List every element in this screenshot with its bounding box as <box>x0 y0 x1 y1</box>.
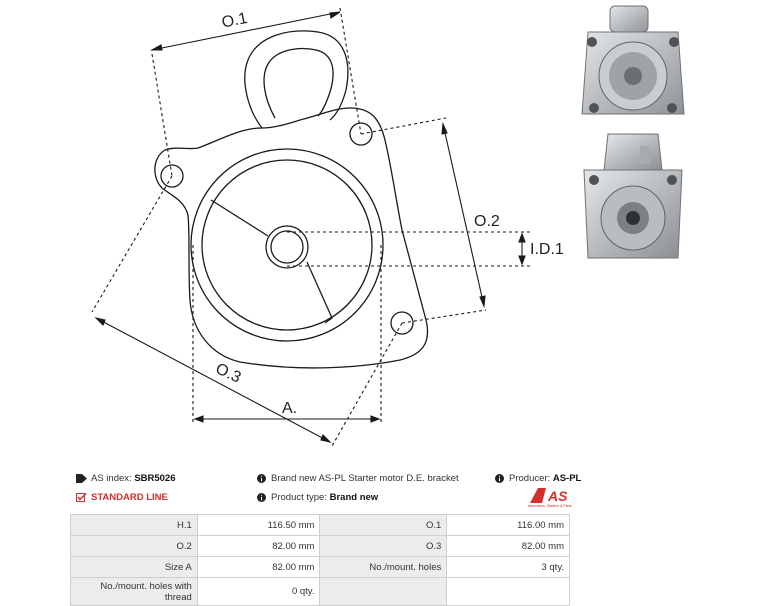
spec-value: 0 qty. <box>196 577 321 606</box>
spec-key: H.1 <box>70 514 198 536</box>
product-type: Product type: Brand new <box>256 492 378 503</box>
spec-value: 82.00 mm <box>196 535 321 557</box>
spec-value <box>446 577 570 606</box>
label-o1: O.1 <box>220 10 249 32</box>
plate-outline <box>154 107 429 369</box>
as-index-label: AS index: <box>91 473 132 484</box>
spec-key: No./mount. holes with thread <box>70 577 198 606</box>
product-type-label: Product type: <box>271 492 327 503</box>
spec-value: 3 qty. <box>446 556 570 578</box>
producer-value: AS-PL <box>552 473 582 484</box>
label-a: A. <box>282 400 297 417</box>
standard-line: STANDARD LINE <box>76 492 168 503</box>
technical-drawing: O.1 O.2 I.D.1 O.3 A. <box>91 7 564 447</box>
spec-value: 82.00 mm <box>446 535 570 557</box>
as-logo: AS Alternators, Starters & Parts <box>528 487 572 511</box>
as-logo-mark: AS <box>530 488 568 504</box>
specs-table: H.1 116.50 mm O.1 116.00 mm O.2 82.00 mm… <box>70 514 570 606</box>
spec-key <box>319 577 448 606</box>
spec-key: O.1 <box>319 514 448 536</box>
product-photo-back <box>583 133 683 259</box>
bore-outer <box>265 225 309 269</box>
outer-circle <box>190 148 384 342</box>
top-lug-outline <box>244 30 349 129</box>
spec-key: O.2 <box>70 535 198 557</box>
table-row: No./mount. holes with thread 0 qty. <box>70 577 570 606</box>
inner-circle <box>201 159 373 331</box>
label-id1: I.D.1 <box>530 241 564 258</box>
bore-inner <box>270 230 304 264</box>
as-logo-tagline: Alternators, Starters & Parts <box>528 504 572 508</box>
check-square-icon <box>76 493 87 502</box>
table-row: Size A 82.00 mm No./mount. holes 3 qty. <box>70 556 570 578</box>
description: Brand new AS-PL Starter motor D.E. brack… <box>256 473 459 484</box>
description-text: Brand new AS-PL Starter motor D.E. brack… <box>271 473 459 484</box>
top-lug-inner <box>263 47 334 119</box>
tag-icon <box>76 474 87 483</box>
table-row: O.2 82.00 mm O.3 82.00 mm <box>70 535 570 557</box>
mount-hole-top <box>349 122 373 146</box>
spec-value: 116.00 mm <box>446 514 570 536</box>
spec-key: O.3 <box>319 535 448 557</box>
as-index: AS index: SBR5026 <box>76 473 176 484</box>
wedge-cut <box>210 199 333 324</box>
producer: Producer: AS-PL <box>494 473 581 484</box>
spec-value: 116.50 mm <box>196 514 321 536</box>
table-row: H.1 116.50 mm O.1 116.00 mm <box>70 514 570 536</box>
spec-key: No./mount. holes <box>319 556 448 578</box>
as-index-value: SBR5026 <box>134 473 176 484</box>
label-o2: O.2 <box>474 213 500 230</box>
spec-value: 82.00 mm <box>196 556 321 578</box>
spec-key: Size A <box>70 556 198 578</box>
product-type-value: Brand new <box>329 492 379 503</box>
info-icon <box>495 474 504 483</box>
info-icon <box>257 474 266 483</box>
product-photo-front <box>581 5 685 115</box>
mount-hole-right <box>390 311 414 335</box>
mount-hole-left <box>160 164 184 188</box>
producer-label: Producer: <box>509 473 551 484</box>
standard-line-label: STANDARD LINE <box>91 492 168 503</box>
as-logo-text: AS <box>547 488 568 504</box>
info-icon <box>257 493 266 502</box>
